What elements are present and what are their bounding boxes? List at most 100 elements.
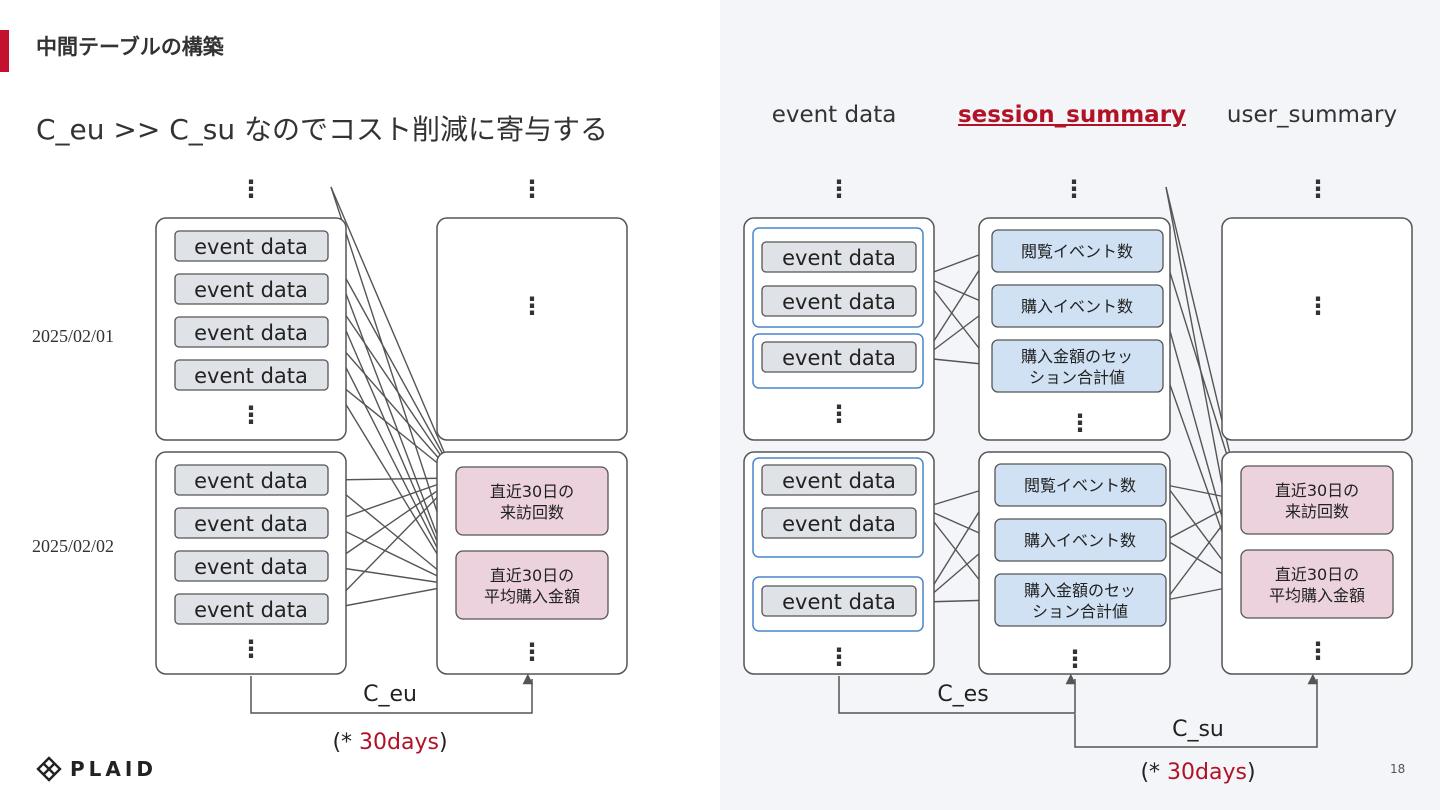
- metric-label-line: 直近30日の: [490, 482, 574, 501]
- cost-bracket-eu: [250, 673, 534, 714]
- event-day-group-0201: [743, 217, 935, 441]
- accent-bar: [0, 30, 9, 72]
- session-group: [752, 333, 924, 389]
- window-note-left: (* 30days): [332, 730, 447, 755]
- column-header-session-summary: session_summary: [957, 102, 1187, 128]
- cost-bracket-es: [838, 673, 1077, 714]
- metric-label-line: 来訪回数: [1285, 502, 1349, 521]
- event-data-box: [761, 464, 917, 496]
- metric-purchase-events: [994, 518, 1167, 562]
- connector-line: [327, 479, 457, 586]
- left-user-metrics: 直近30日の 来訪回数 直近30日の 平均購入金額: [455, 466, 609, 620]
- metric-purchase-events: [991, 284, 1164, 328]
- cost-label-su: C_su: [1172, 717, 1224, 742]
- page-title: 中間テーブルの構築: [36, 35, 224, 59]
- event-data-box: [761, 285, 917, 317]
- event-data-box: [174, 507, 329, 539]
- connector-line: [327, 565, 457, 586]
- metric-session-amount: [991, 339, 1164, 393]
- event-data-box: [174, 316, 329, 348]
- event-data-box: [174, 550, 329, 582]
- event-data-label: event data: [194, 321, 308, 345]
- left-event-data-list: event data event data event data event d…: [174, 230, 329, 625]
- metric-label-line: 平均購入金額: [1269, 586, 1365, 605]
- right-user-metrics: 直近30日の 来訪回数 直近30日の 平均購入金額: [1240, 465, 1394, 619]
- metric-label-line: 直近30日の: [1275, 481, 1359, 500]
- metric-browse-events: [991, 229, 1164, 273]
- event-data-label: event data: [194, 598, 308, 622]
- event-data-label: event data: [782, 590, 896, 614]
- event-data-label: event data: [194, 235, 308, 259]
- event-data-label: event data: [782, 469, 896, 493]
- event-data-label: event data: [194, 512, 308, 536]
- connector-line: [327, 477, 457, 610]
- event-data-box: [761, 507, 917, 539]
- event-data-box: [174, 359, 329, 391]
- event-data-label: event data: [194, 278, 308, 302]
- ellipsis: ⋮: [239, 401, 263, 429]
- ellipsis: ⋮: [1306, 292, 1330, 320]
- user-summary-empty-card: [436, 217, 628, 441]
- metric-label-line: 直近30日の: [1275, 565, 1359, 584]
- metric-avg-purchase-30d: [455, 550, 609, 620]
- connector-line: [327, 477, 457, 524]
- ellipsis: ⋮: [827, 400, 851, 428]
- event-data-box: [174, 230, 329, 262]
- session-group: [752, 457, 924, 558]
- metric-label-line: 購入イベント数: [1024, 531, 1136, 550]
- metric-label-line: 閲覧イベント数: [1021, 242, 1133, 261]
- left-ellipses: ⋮ ⋮ ⋮ ⋮ ⋮ ⋮: [239, 175, 544, 666]
- event-data-label: event data: [194, 364, 308, 388]
- ellipsis: ⋮: [520, 175, 544, 203]
- metric-label-line: 購入イベント数: [1021, 297, 1133, 316]
- connector-line: [327, 288, 457, 479]
- event-data-label: event data: [782, 246, 896, 270]
- event-data-box: [761, 585, 917, 617]
- ellipsis: ⋮: [1306, 637, 1330, 665]
- metric-label-line: 閲覧イベント数: [1024, 476, 1136, 495]
- right-ellipses: ⋮ ⋮ ⋮ ⋮ ⋮ ⋮ ⋮ ⋮ ⋮: [827, 175, 1330, 673]
- ellipsis: ⋮: [1062, 175, 1086, 203]
- plaid-logo: PLAID: [36, 756, 157, 782]
- ellipsis: ⋮: [239, 175, 263, 203]
- cost-bracket-su: [1074, 673, 1319, 748]
- session-metrics: 閲覧イベント数 購入イベント数 購入金額のセッ ション合計値 閲覧イベント数 購…: [991, 229, 1167, 627]
- connector-line: [327, 331, 457, 479]
- connector-line: [327, 245, 457, 586]
- cost-label-es: C_es: [937, 682, 988, 707]
- connector-line: [327, 374, 457, 586]
- column-header-event-data: event data: [771, 102, 897, 128]
- ellipsis: ⋮: [1063, 645, 1087, 673]
- connector-line: [327, 584, 457, 610]
- event-data-label: event data: [782, 290, 896, 314]
- date-label-0202: 2025/02/02: [32, 536, 115, 556]
- metric-browse-events: [994, 463, 1167, 507]
- ellipsis: ⋮: [827, 643, 851, 671]
- metric-label-line: 平均購入金額: [484, 587, 580, 606]
- metric-avg-purchase-30d: [1240, 549, 1394, 619]
- session-groups: [752, 227, 924, 632]
- ellipsis: ⋮: [239, 635, 263, 663]
- ellipsis: ⋮: [1068, 409, 1092, 437]
- connector-line: [327, 477, 457, 567]
- event-data-box: [761, 241, 917, 273]
- event-data-box: [761, 341, 917, 373]
- event-data-label: event data: [782, 346, 896, 370]
- window-note-right: (* 30days): [1140, 760, 1255, 785]
- page-number: 18: [1390, 762, 1406, 776]
- metric-label-line: 購入金額のセッ: [1024, 581, 1136, 600]
- metric-label-line: 来訪回数: [500, 503, 564, 522]
- subtitle: C_eu >> C_su なのでコスト削減に寄与する: [36, 113, 609, 146]
- metric-visits-30d: [1240, 465, 1394, 535]
- session-group: [752, 227, 924, 328]
- connector-line: [327, 331, 457, 586]
- connector-line: [1165, 186, 1242, 501]
- event-data-box: [174, 593, 329, 625]
- event-data-label: event data: [194, 555, 308, 579]
- connector-line: [327, 374, 457, 479]
- connector-line: [327, 522, 457, 586]
- ellipsis: ⋮: [520, 638, 544, 666]
- cost-label-eu: C_eu: [363, 682, 417, 707]
- metric-label-line: ション合計値: [1032, 602, 1128, 621]
